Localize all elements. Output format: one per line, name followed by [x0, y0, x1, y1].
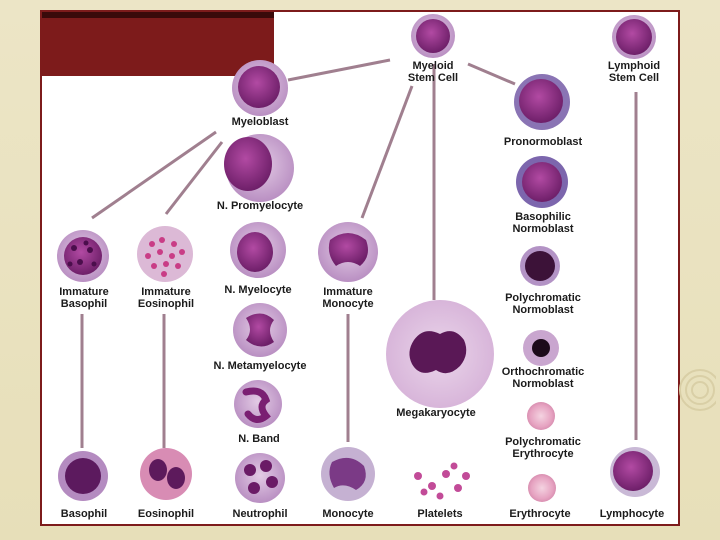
immature-monocyte-cell [318, 222, 378, 282]
header-banner [42, 12, 274, 76]
n-band-cell [234, 380, 282, 428]
label-basophil: Basophil [60, 508, 108, 520]
erythrocyte-cell [528, 474, 556, 502]
label-neutrophil: Neutrophil [232, 508, 288, 520]
immature-eosinophil-cell [137, 226, 193, 282]
platelets-cells [414, 462, 470, 500]
myeloblast-cell [232, 60, 288, 116]
label-n-myelocyte: N. Myelocyte [224, 284, 292, 296]
connector-lines [80, 58, 638, 448]
megakaryocyte-cell [386, 300, 494, 408]
myeloid-stem-cell [411, 14, 455, 58]
n-promyelocyte-cell [224, 134, 294, 202]
label-platelets: Platelets [417, 508, 463, 520]
line-myeloblast-to-eosinophil [164, 141, 224, 215]
line-myeloblast-to-basophil [91, 130, 217, 220]
label-n-band: N. Band [238, 433, 280, 445]
label-myeloblast: Myeloblast [231, 116, 289, 128]
n-myelocyte-cell [230, 222, 286, 278]
line-stem-to-myeloblast [287, 58, 391, 82]
header-banner-strip [42, 12, 274, 18]
polychromatic-erythrocyte-cell [527, 402, 555, 430]
neutrophil-cell [235, 453, 285, 503]
polychromatic-normoblast-cell [520, 246, 560, 286]
label-monocyte: Monocyte [322, 508, 374, 520]
label-pronormoblast: Pronormoblast [503, 136, 583, 148]
monocyte-cell [321, 447, 375, 501]
line-stem-to-pronormoblast [467, 62, 516, 86]
pronormoblast-cell [514, 74, 570, 130]
line-stem-to-monocyte [360, 85, 414, 219]
label-erythrocyte: Erythrocyte [509, 508, 571, 520]
basophil-cell [58, 451, 108, 501]
lymphoid-stem-cell [612, 15, 656, 59]
orthochromatic-normoblast-cell [523, 330, 559, 366]
eosinophil-cell [140, 448, 192, 500]
label-n-promyelocyte: N. Promyelocyte [216, 200, 304, 212]
label-n-metamyelocyte: N. Metamyelocyte [213, 360, 307, 372]
label-lymphocyte: Lymphocyte [599, 508, 665, 520]
basophilic-normoblast-cell [516, 156, 568, 208]
n-metamyelocyte-cell [233, 303, 287, 357]
immature-basophil-cell [57, 230, 109, 282]
decorative-swirl-icon [679, 369, 716, 411]
lymphocyte-cell [610, 447, 660, 497]
label-eosinophil: Eosinophil [137, 508, 195, 520]
label-megakaryocyte: Megakaryocyte [396, 407, 476, 419]
